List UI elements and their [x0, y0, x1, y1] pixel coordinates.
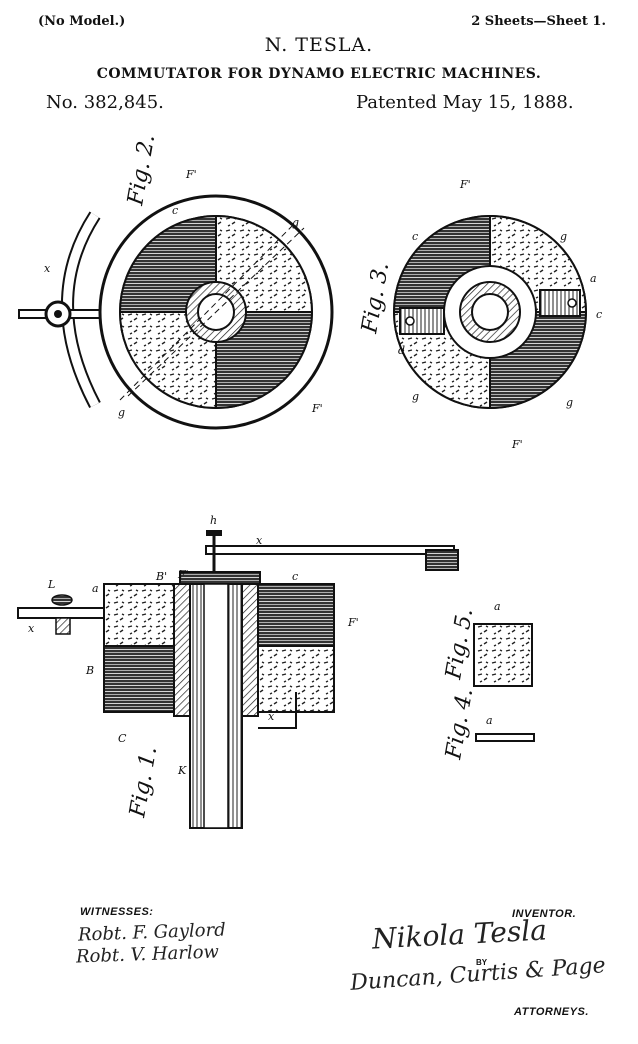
figure-2: Fig. 2. F' c g g x F': [18, 132, 334, 430]
ref-h: h: [210, 514, 217, 527]
fig-1-label: Fig. 1.: [125, 744, 162, 820]
patent-number: No. 382,845.: [46, 92, 164, 113]
ref-d-3: d: [398, 344, 405, 357]
attorneys-label: ATTORNEYS.: [514, 1006, 589, 1018]
ref-f-prime-1: F': [347, 616, 359, 629]
ref-f-1: F': [177, 568, 189, 581]
inventor-name: N. TESLA.: [264, 34, 374, 56]
ref-g-3b: g: [566, 396, 573, 409]
ref-f-prime-3: F': [459, 178, 471, 191]
fig-2-label: Fig. 2.: [123, 132, 160, 208]
ref-a-4: a: [486, 714, 493, 727]
ref-c-3: c: [412, 230, 418, 243]
figure-3: Fig. 3. F' c g a c g g F' d: [357, 178, 602, 451]
witnesses-label: WITNESSES:: [80, 906, 154, 918]
ref-a-5: a: [494, 600, 501, 613]
ref-g: g: [292, 216, 299, 229]
by-label: BY: [476, 958, 488, 967]
fig-5-label: Fig. 5.: [441, 606, 478, 682]
figure-5: Fig. 5. a: [441, 600, 533, 687]
ref-l: L: [47, 578, 55, 591]
ref-f-prime-3b: F': [511, 438, 523, 451]
ref-b-1: B: [85, 664, 94, 677]
ref-b-prime: B': [155, 570, 167, 583]
patent-title: COMMUTATOR FOR DYNAMO ELECTRIC MACHINES.: [96, 66, 542, 82]
ref-x-1: x: [256, 534, 263, 547]
ref-g-3c: g: [412, 390, 419, 403]
sheet-count: 2 Sheets—Sheet 1.: [471, 14, 606, 29]
inventor-label: INVENTOR.: [512, 908, 577, 920]
ref-a-1: a: [92, 582, 99, 595]
ref-x: x: [44, 262, 51, 275]
ref-g-3: g: [560, 230, 567, 243]
model-note: (No Model.): [38, 14, 126, 29]
ref-k: K: [177, 764, 187, 777]
ref-g-2: g: [118, 406, 125, 419]
ref-c-cap: C: [118, 732, 127, 745]
figure-1: Fig. 1. h x B' F' c F' L a x B C K x: [17, 514, 459, 829]
ref-c-1: c: [292, 570, 298, 583]
ref-f-prime-2: F': [311, 402, 323, 415]
ref-x-1b: x: [28, 622, 35, 635]
fig-4-label: Fig. 4.: [441, 686, 478, 762]
patent-date: Patented May 15, 1888.: [356, 92, 574, 113]
ref-c-3b: c: [596, 308, 602, 321]
ref-a-3: a: [590, 272, 597, 285]
fig-3-label: Fig. 3.: [357, 260, 394, 336]
figure-4: Fig. 4. a: [441, 686, 535, 762]
ref-f-prime: F': [185, 168, 197, 181]
ref-c: c: [172, 204, 178, 217]
ref-x-1c: x: [268, 710, 275, 723]
